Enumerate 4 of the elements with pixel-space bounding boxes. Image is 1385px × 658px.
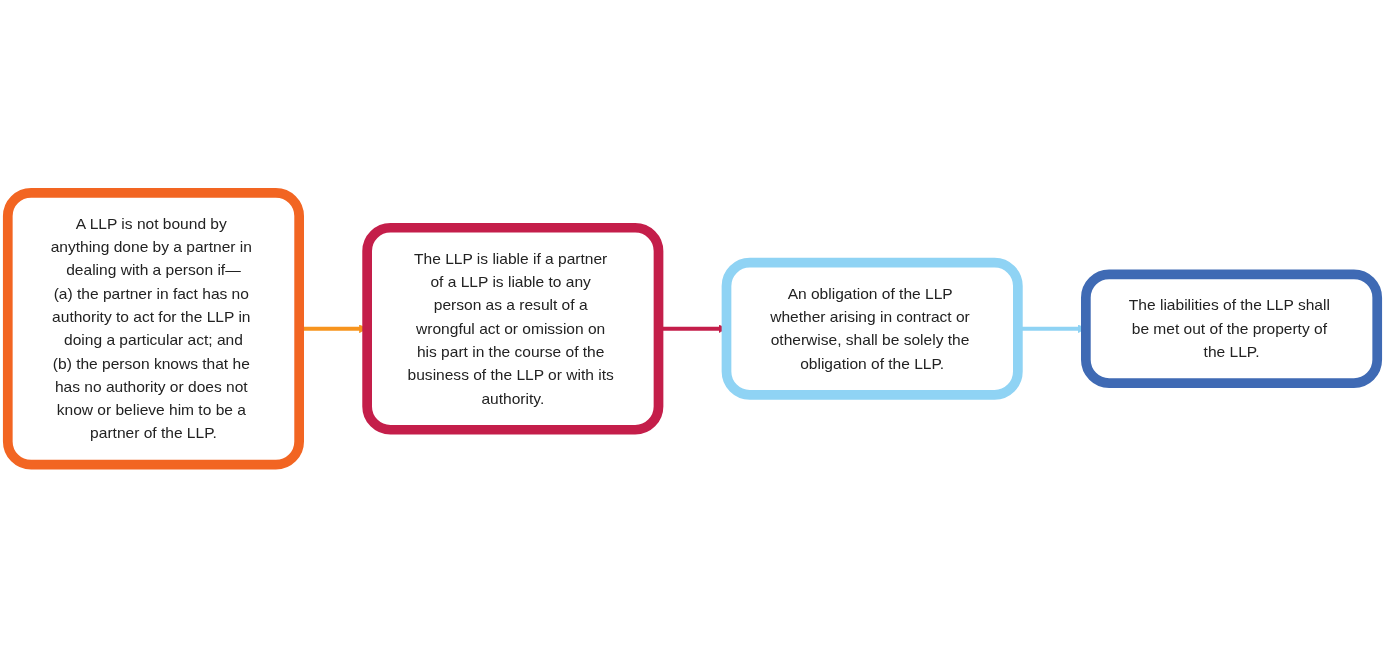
node-box: The LLP is liable if a partner of a LLP is liable to any person as a result of a wrongful act or omission on his part in the course of the business of the LLP or with its authority. (362, 223, 664, 435)
node-box: An obligation of the LLP whether arising in contract or otherwise, shall be solely the obligation of the LLP. (721, 258, 1023, 400)
node-box: A LLP is not bound by anything done by a partner in dealing with a person if— (a) the partner in fact has no authority to act for the LLP in doing a particular act; and (b) the person knows that he has no authority or does not know or believe him to be a partner of the LLP. (2, 188, 304, 470)
node-box: The liabilities of the LLP shall be met out of the property of the LLP. (1081, 269, 1383, 389)
